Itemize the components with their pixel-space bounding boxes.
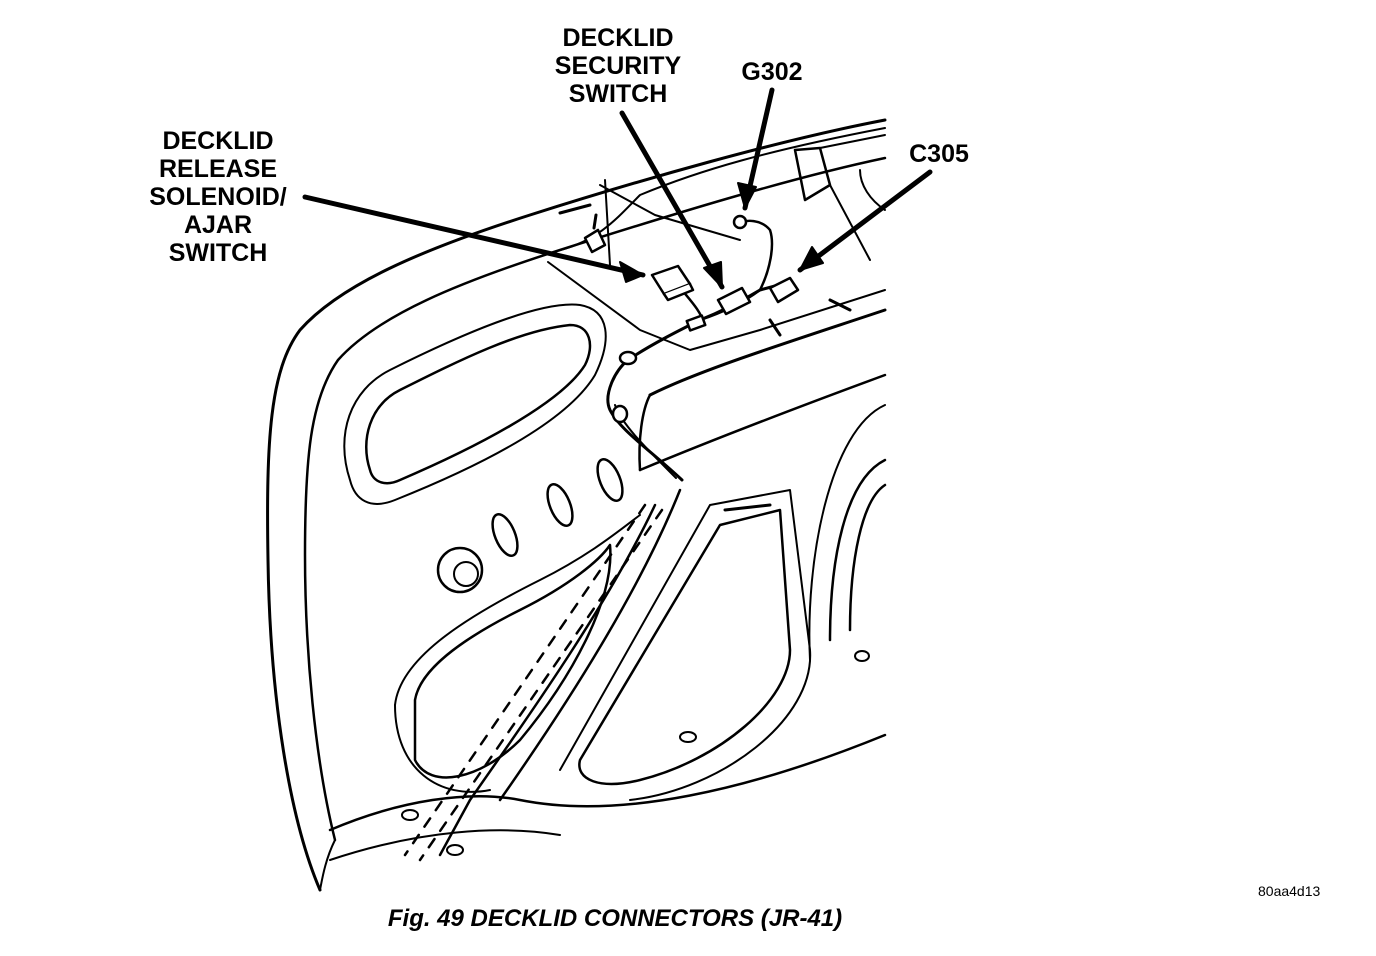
label-line: DECKLID xyxy=(162,127,274,155)
bolt xyxy=(583,213,607,254)
release-leader xyxy=(302,194,646,278)
ground-eyelet xyxy=(732,214,748,230)
wire-clip-3 xyxy=(685,314,707,332)
label-line: SECURITY xyxy=(554,52,682,80)
left-opening xyxy=(365,323,592,485)
label-line: AJAR xyxy=(183,211,253,239)
label-c305: C305 xyxy=(909,140,969,168)
document-code: 80aa4d13 xyxy=(1258,883,1321,899)
label-line: SWITCH xyxy=(168,239,268,267)
c305-connector xyxy=(768,276,800,304)
round-boss xyxy=(436,546,484,594)
c305-leader xyxy=(797,169,933,273)
decklid-outer-edge xyxy=(266,118,887,892)
label-line: RELEASE xyxy=(158,155,278,183)
figure-caption: Fig. 49 DECKLID CONNECTORS (JR-41) xyxy=(387,905,843,932)
release-solenoid-connector xyxy=(650,264,695,302)
label-decklid-security-switch: DECKLID SECURITY SWITCH xyxy=(538,24,698,108)
label-line: SWITCH xyxy=(568,80,668,108)
wire-clip-1 xyxy=(618,350,638,366)
decklid-inner-edge xyxy=(303,156,887,842)
label-g302: G302 xyxy=(741,58,803,86)
security-switch xyxy=(716,286,752,316)
diagonal-rib xyxy=(438,503,657,857)
lower-left-opening xyxy=(413,543,612,779)
center-beam xyxy=(648,308,887,397)
right-opening xyxy=(828,458,887,642)
label-line: SOLENOID/ xyxy=(149,183,287,211)
security-leader xyxy=(619,110,725,290)
label-line: DECKLID xyxy=(562,24,674,52)
center-opening xyxy=(578,508,792,786)
label-decklid-release-solenoid: DECKLID RELEASE SOLENOID/ AJAR SWITCH xyxy=(128,127,308,267)
wire-clip-2 xyxy=(611,404,629,424)
